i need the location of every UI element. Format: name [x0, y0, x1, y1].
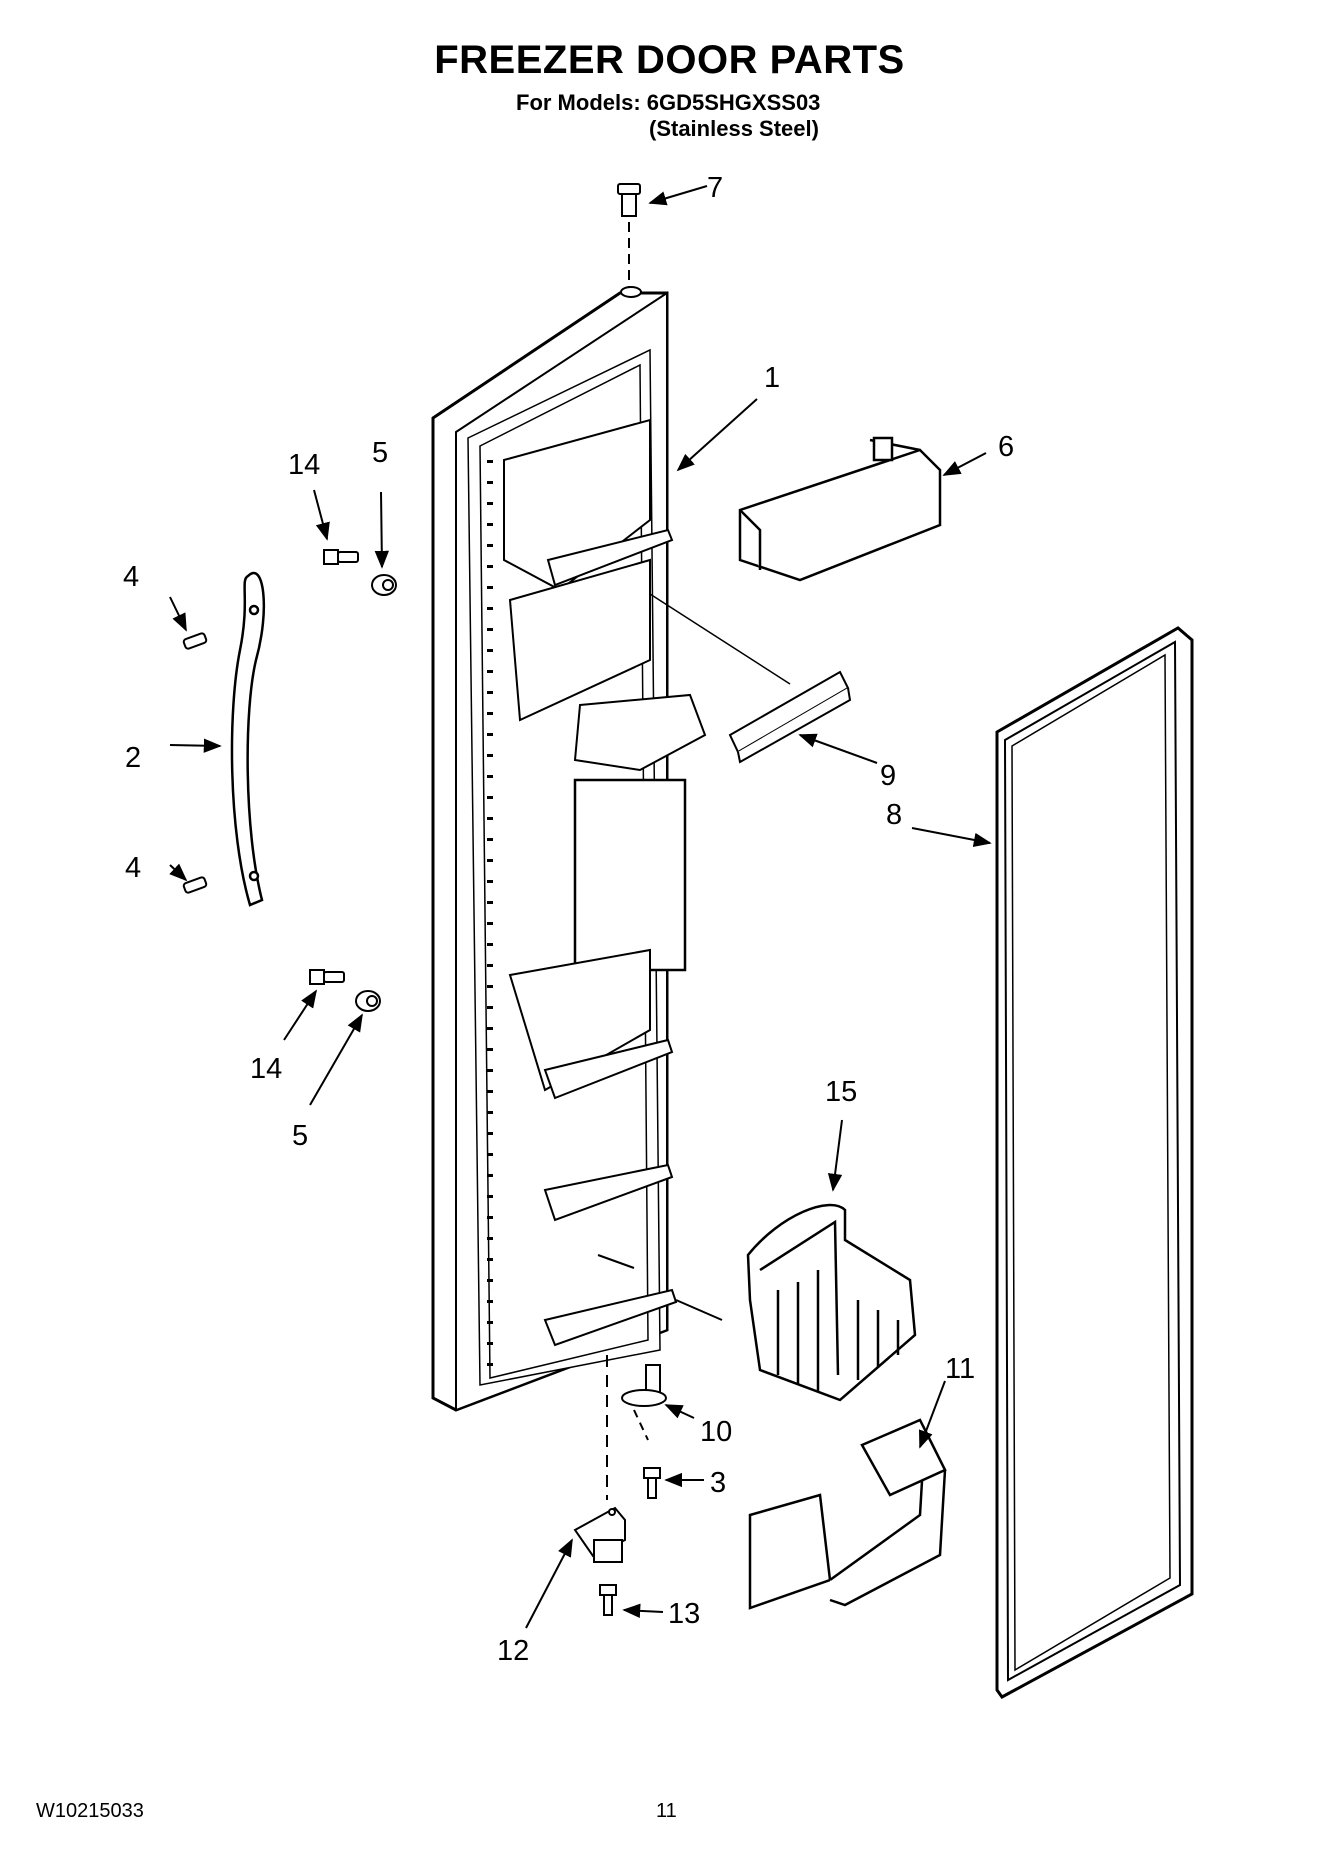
part-14-bolt-upper — [323, 549, 359, 565]
callout-6: 6 — [998, 431, 1014, 463]
finish-line: (Stainless Steel) — [649, 116, 819, 141]
part-1-freezer-door — [431, 286, 707, 1412]
callout-15: 15 — [825, 1076, 857, 1108]
callout-14-lower: 14 — [250, 1053, 282, 1085]
part-12-hinge — [573, 1355, 626, 1563]
page-number: 11 — [656, 1800, 677, 1822]
part-6-door-bin — [738, 436, 942, 582]
callout-9: 9 — [880, 760, 896, 792]
part-4-screw-lower — [182, 876, 208, 894]
part-7-plug — [617, 183, 641, 290]
callout-4-lower: 4 — [125, 852, 141, 884]
callout-labels: 7 1 6 4 2 4 14 5 14 5 9 8 15 11 10 3 12 … — [123, 172, 1014, 1667]
model-info: For Models: 6GD5SHGXSS03 (Stainless Stee… — [516, 90, 820, 142]
part-8-gasket — [995, 626, 1194, 1699]
callout-3: 3 — [710, 1467, 726, 1499]
callout-8: 8 — [886, 799, 902, 831]
part-4-screw-upper — [182, 632, 208, 650]
part-3-screw — [643, 1467, 661, 1499]
callout-13: 11 — [945, 1353, 975, 1385]
callout-7: 7 — [707, 172, 723, 204]
part-10-hinge-pin — [621, 1364, 667, 1441]
page-title: FREEZER DOOR PARTS — [434, 38, 905, 82]
part-9-trim — [649, 593, 852, 764]
document-number: W10215033 — [36, 1800, 144, 1822]
callout-11: 13 — [668, 1598, 700, 1630]
part-14-bolt-lower — [309, 969, 345, 985]
part-11-screw — [599, 1584, 617, 1616]
callout-4-upper: 4 — [123, 561, 139, 593]
leader-lines — [169, 185, 992, 1629]
callout-5-lower: 5 — [292, 1120, 308, 1152]
part-13-bracket — [748, 1418, 947, 1610]
callout-5-upper: 5 — [372, 437, 388, 469]
part-5-spacer-upper — [371, 574, 397, 596]
callout-1: 1 — [764, 362, 780, 394]
callout-2: 2 — [125, 742, 141, 774]
part-5-spacer-lower — [355, 990, 381, 1012]
part-15-wire-basket — [746, 1203, 917, 1402]
models-line: For Models: 6GD5SHGXSS03 — [516, 90, 821, 115]
callout-10: 10 — [700, 1416, 732, 1448]
callout-14-upper: 14 — [288, 449, 320, 481]
callout-12: 12 — [497, 1635, 529, 1667]
part-2-handle — [230, 571, 266, 907]
